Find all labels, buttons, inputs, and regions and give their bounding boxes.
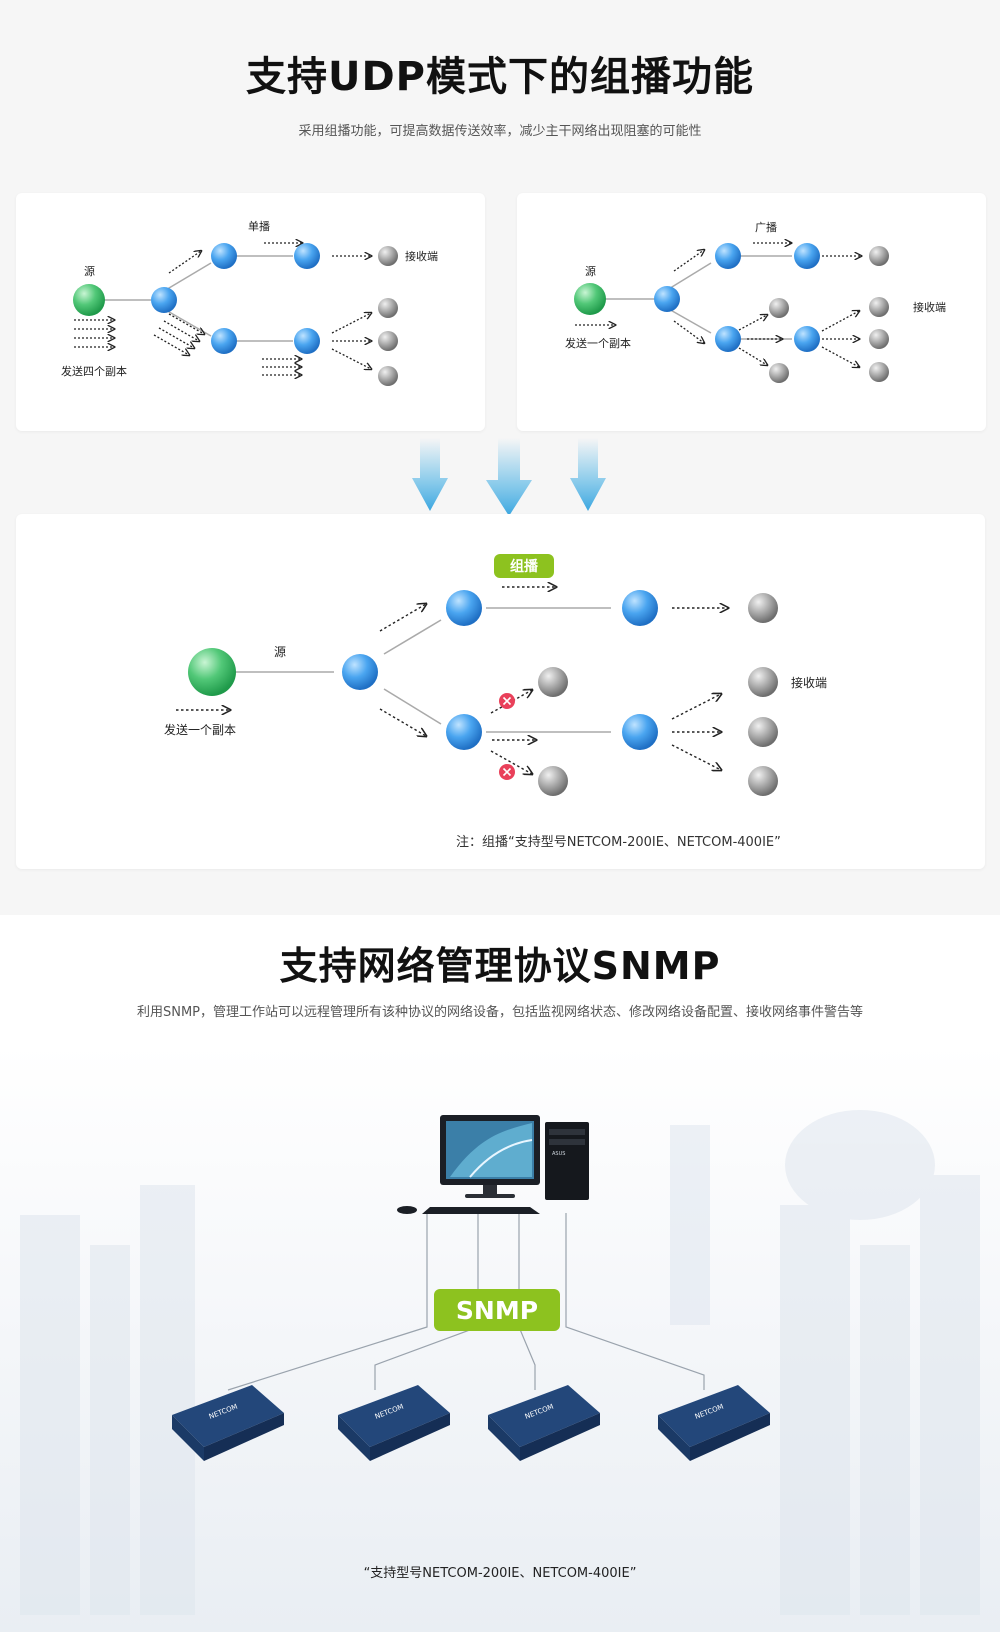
receiver-node — [378, 298, 398, 318]
snmp-subtitle: 利用SNMP，管理工作站可以远程管理所有该种协议的网络设备，包括监视网络状态、修… — [136, 1005, 864, 1020]
receiver-node — [748, 667, 778, 697]
receiver-node — [538, 766, 568, 796]
router-node — [715, 243, 741, 269]
receiver-node — [869, 246, 889, 266]
unicast-diagram: 源 单播 接收端 发送四个副本 — [61, 219, 438, 386]
network-lines — [227, 1213, 705, 1391]
blocked-icon — [499, 764, 515, 780]
multicast-badge-label: 组播 — [510, 558, 539, 575]
mode-label: 单播 — [248, 219, 270, 233]
receiver-node — [869, 329, 889, 349]
udp-section: 支持UDP模式下的组播功能 采用组播功能，可提高数据传送效率，减少主干网络出现阻… — [16, 54, 986, 869]
snmp-note: “支持型号NETCOM-200IE、NETCOM-400IE” — [363, 1566, 637, 1581]
router-node — [294, 243, 320, 269]
receiver-node — [378, 331, 398, 351]
receiver-label: 接收端 — [913, 300, 946, 314]
receiver-node — [538, 667, 568, 697]
receiver-node — [869, 297, 889, 317]
source-label: 源 — [274, 645, 286, 659]
router-node — [294, 328, 320, 354]
unicast-card: 源 单播 接收端 发送四个副本 — [16, 193, 485, 431]
receiver-node — [769, 298, 789, 318]
device-netcom: NETCOM — [658, 1385, 770, 1461]
receiver-node — [748, 717, 778, 747]
source-label: 源 — [84, 264, 95, 278]
receiver-label: 接收端 — [791, 675, 827, 690]
copies-label: 发送一个副本 — [565, 336, 631, 350]
snmp-diagram: ASUS SNMP NETCOM NETCOM NETCOM — [172, 1115, 770, 1461]
copies-label: 发送四个副本 — [61, 364, 127, 378]
router-node — [794, 243, 820, 269]
multicast-card: 组播 源 接收端 发送一个副本 注：组播“支持型 — [16, 514, 985, 869]
router-node — [151, 287, 177, 313]
multicast-diagram: 组播 源 接收端 发送一个副本 — [164, 554, 827, 796]
broadcast-diagram: 源 广播 接收端 发送一个副本 — [565, 220, 946, 383]
blocked-icon — [499, 693, 515, 709]
router-node — [794, 326, 820, 352]
background-illustration — [20, 1110, 980, 1615]
receiver-node — [869, 362, 889, 382]
router-node — [211, 243, 237, 269]
monitor-brand: ASUS — [552, 1151, 565, 1157]
router-node — [342, 654, 378, 690]
down-arrow-icon — [486, 438, 532, 516]
receiver-node — [748, 593, 778, 623]
udp-title: 支持UDP模式下的组播功能 — [246, 54, 754, 100]
merge-arrows — [412, 438, 606, 516]
router-node — [622, 714, 658, 750]
snmp-badge — [434, 1289, 560, 1331]
multicast-badge — [494, 554, 554, 578]
snmp-badge-label: SNMP — [456, 1296, 538, 1325]
computer-icon: ASUS — [397, 1115, 589, 1214]
down-arrow-icon — [412, 438, 448, 511]
router-node — [654, 286, 680, 312]
multicast-note: 注：组播“支持型号NETCOM-200IE、NETCOM-400IE” — [456, 835, 781, 850]
snmp-title: 支持网络管理协议SNMP — [279, 944, 721, 988]
router-node — [622, 590, 658, 626]
device-netcom: NETCOM — [338, 1385, 450, 1461]
router-node — [715, 326, 741, 352]
router-node — [211, 328, 237, 354]
device-netcom: NETCOM — [172, 1385, 284, 1461]
down-arrow-icon — [570, 438, 606, 511]
receiver-node — [748, 766, 778, 796]
router-node — [446, 714, 482, 750]
source-node — [73, 284, 105, 316]
udp-subtitle: 采用组播功能，可提高数据传送效率，减少主干网络出现阻塞的可能性 — [298, 124, 702, 139]
mode-label: 广播 — [755, 220, 777, 234]
source-node — [574, 283, 606, 315]
receiver-node — [378, 366, 398, 386]
source-label: 源 — [585, 264, 596, 278]
receiver-node — [769, 363, 789, 383]
receiver-node — [378, 246, 398, 266]
router-node — [446, 590, 482, 626]
receiver-label: 接收端 — [405, 249, 438, 263]
broadcast-card: 源 广播 接收端 发送一个副本 — [517, 193, 986, 431]
source-node — [188, 648, 236, 696]
device-netcom: NETCOM — [488, 1385, 600, 1461]
copies-label: 发送一个副本 — [164, 722, 236, 737]
snmp-section: 支持网络管理协议SNMP 利用SNMP，管理工作站可以远程管理所有该种协议的网络… — [0, 915, 1000, 1632]
